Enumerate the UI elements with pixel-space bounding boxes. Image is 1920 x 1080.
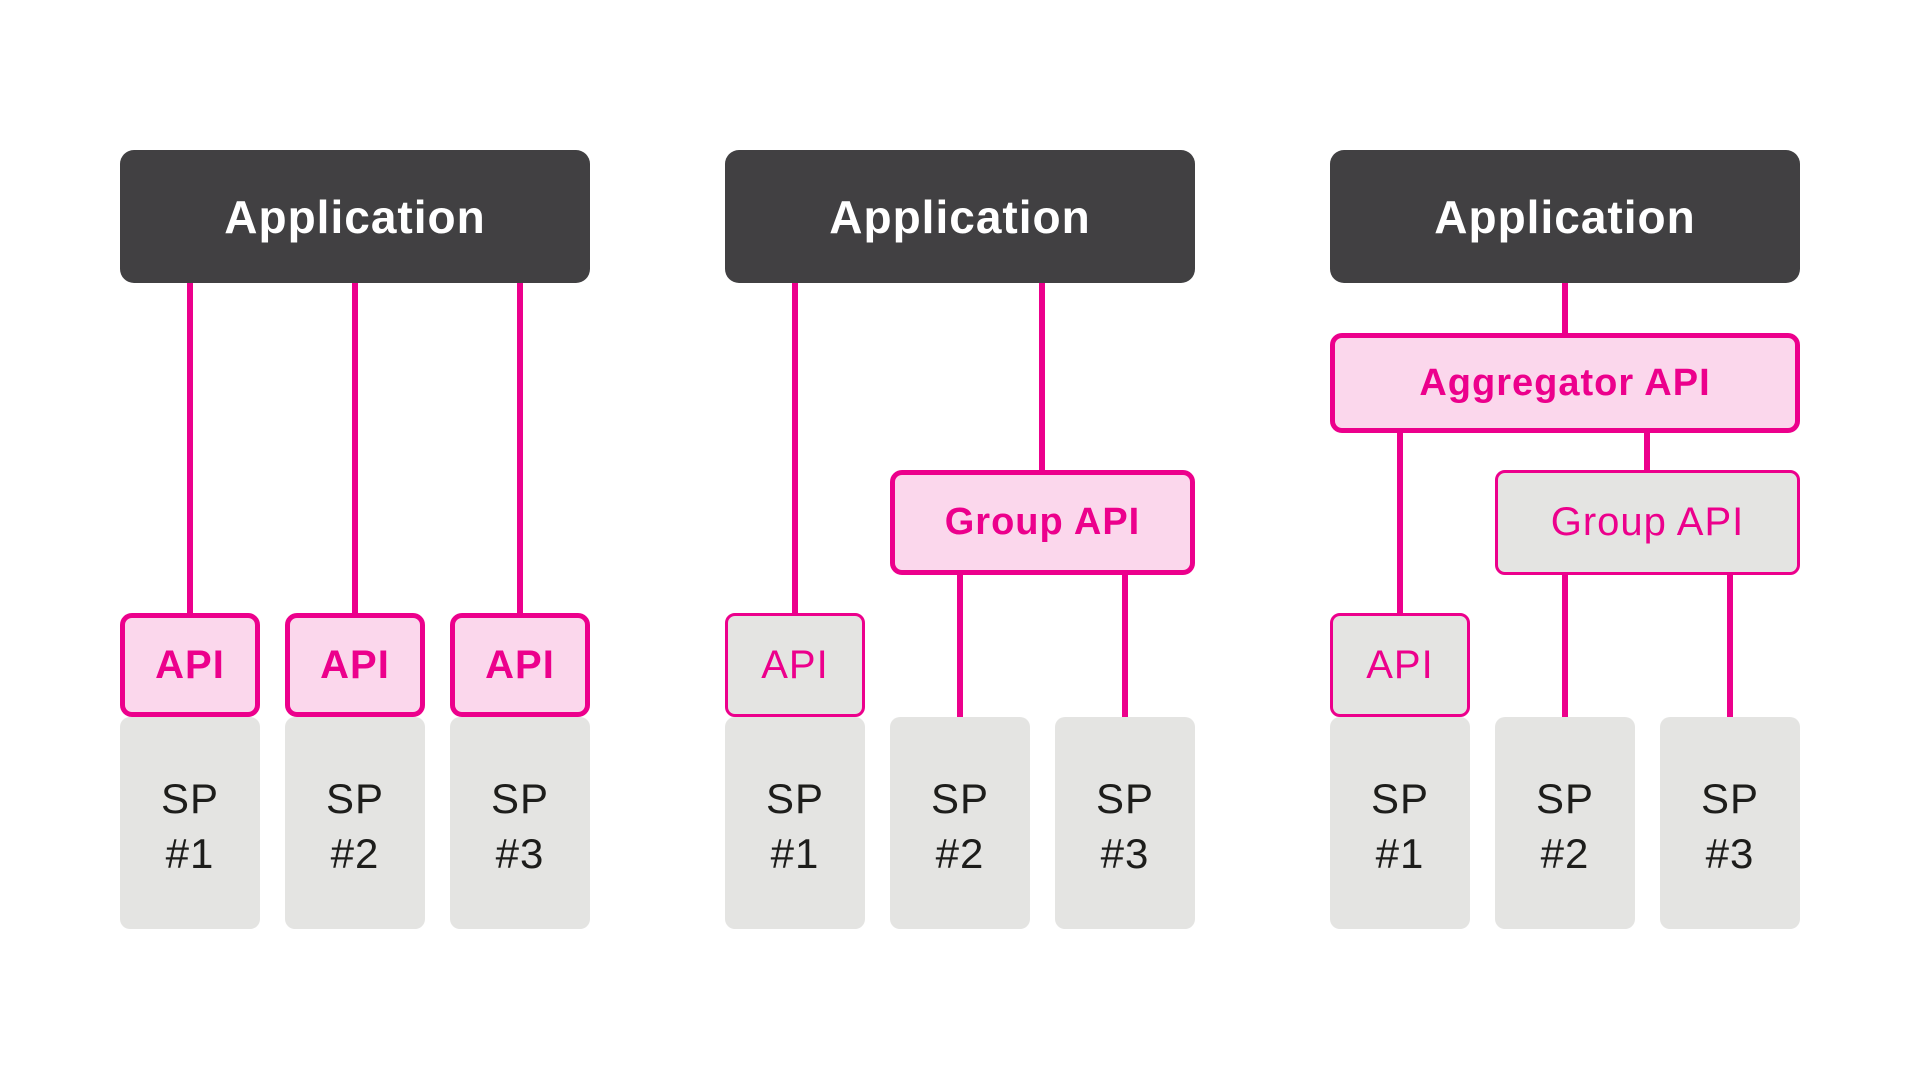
sp-label-line1: SP <box>1370 774 1430 822</box>
sp-label-line2: #2 <box>1540 830 1590 877</box>
connector-line <box>1397 430 1403 616</box>
group-api-box-light: Group API <box>1495 470 1800 575</box>
api-label: API <box>320 642 390 687</box>
application-box: Application <box>1330 150 1800 283</box>
sp-label-line1: SP <box>325 774 385 822</box>
application-label: Application <box>829 190 1091 243</box>
connector-line <box>1122 572 1128 720</box>
api-label: API <box>485 642 555 687</box>
sp-box: SP #1 <box>1330 717 1470 929</box>
sp-label-line1: SP <box>765 774 825 822</box>
sp-label-line2: #3 <box>1705 830 1755 877</box>
group-api-label: Group API <box>944 501 1141 543</box>
api-box-light: API <box>1330 613 1470 717</box>
sp-label-line2: #3 <box>495 830 545 877</box>
application-label: Application <box>224 190 486 243</box>
connector-line <box>792 280 798 616</box>
group-api-label: Group API <box>1550 500 1745 544</box>
api-label: API <box>155 642 225 687</box>
group-api-box-highlight: Group API <box>890 470 1195 575</box>
sp-label-line2: #2 <box>330 830 380 877</box>
sp-label-line2: #1 <box>770 830 820 877</box>
api-box-highlight: API <box>120 613 260 717</box>
api-label: API <box>1366 642 1434 687</box>
sp-label-line1: SP <box>930 774 990 822</box>
sp-box: SP #3 <box>1660 717 1800 929</box>
connector-line <box>517 280 523 616</box>
sp-box: SP #3 <box>450 717 590 929</box>
connector-line <box>1727 572 1733 720</box>
connector-line <box>1562 280 1568 336</box>
application-box: Application <box>120 150 590 283</box>
api-box-light: API <box>725 613 865 717</box>
sp-box: SP #1 <box>725 717 865 929</box>
sp-label-line2: #2 <box>935 830 985 877</box>
connector-line <box>187 280 193 616</box>
application-label: Application <box>1434 190 1696 243</box>
application-box: Application <box>725 150 1195 283</box>
sp-label-line1: SP <box>1535 774 1595 822</box>
sp-box: SP #3 <box>1055 717 1195 929</box>
sp-label-line1: SP <box>1700 774 1760 822</box>
sp-label-line2: #1 <box>1375 830 1425 877</box>
aggregator-api-box-highlight: Aggregator API <box>1330 333 1800 433</box>
sp-box: SP #1 <box>120 717 260 929</box>
sp-label-line2: #3 <box>1100 830 1150 877</box>
aggregator-api-label: Aggregator API <box>1419 361 1711 404</box>
connector-line <box>352 280 358 616</box>
api-box-highlight: API <box>285 613 425 717</box>
sp-box: SP #2 <box>285 717 425 929</box>
sp-label-line1: SP <box>490 774 550 822</box>
api-label: API <box>761 642 829 687</box>
sp-box: SP #2 <box>890 717 1030 929</box>
connector-line <box>1644 430 1650 473</box>
sp-label-line1: SP <box>160 774 220 822</box>
connector-line <box>1039 280 1045 473</box>
sp-label-line1: SP <box>1095 774 1155 822</box>
connector-line <box>957 572 963 720</box>
api-box-highlight: API <box>450 613 590 717</box>
connector-line <box>1562 572 1568 720</box>
sp-box: SP #2 <box>1495 717 1635 929</box>
sp-label-line2: #1 <box>165 830 215 877</box>
